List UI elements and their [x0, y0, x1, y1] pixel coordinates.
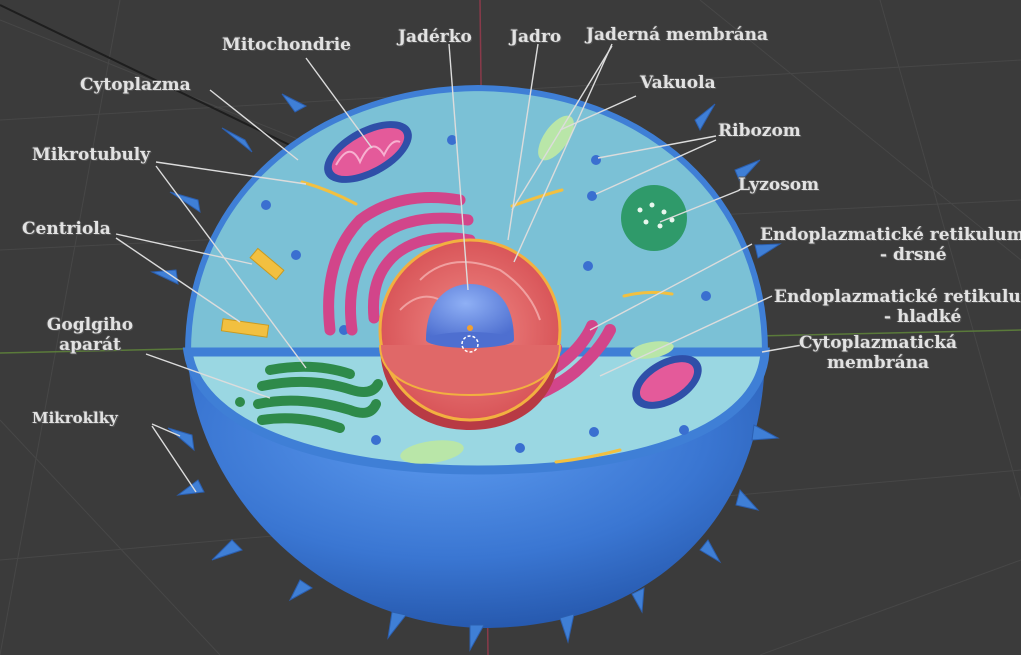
- label-er-drsne-line1: Endoplazmatické retikulum: [760, 226, 1021, 246]
- label-cytoplazma: Cytoplazma: [80, 76, 191, 96]
- label-jaderko: Jadérko: [398, 28, 472, 48]
- label-jadro: Jadro: [510, 28, 561, 48]
- label-ribozom: Ribozom: [718, 122, 801, 142]
- label-er-drsne-line2: - drsné: [760, 246, 1021, 266]
- label-mikroklky: Mikroklky: [32, 410, 118, 427]
- golgi-vesicle: [235, 397, 245, 407]
- label-cytoplazmaticka-membrana: Cytoplazmatická membrána: [798, 334, 958, 373]
- label-er-hladke-line1: Endoplazmatické retikulum: [774, 288, 1021, 308]
- label-er-hladke: Endoplazmatické retikulum - hladké: [774, 288, 1021, 327]
- lysosome: [621, 185, 687, 251]
- label-mitochondrie: Mitochondrie: [222, 36, 351, 56]
- label-golgi-line2: aparát: [40, 336, 140, 356]
- label-centriola: Centriola: [22, 220, 111, 240]
- label-lyzosom: Lyzosom: [738, 176, 819, 196]
- nucleolus-base: [426, 332, 514, 348]
- label-vakuola: Vakuola: [640, 74, 716, 94]
- label-jaderna-membrana: Jaderná membrána: [586, 26, 768, 46]
- label-cyto-membrana-line2: membrána: [798, 354, 958, 374]
- label-golgi-line1: Goglgiho: [40, 316, 140, 336]
- label-er-hladke-line2: - hladké: [774, 308, 1021, 328]
- label-cyto-membrana-line1: Cytoplazmatická: [798, 334, 958, 354]
- origin-dot: [467, 325, 473, 331]
- label-mikrotubuly: Mikrotubuly: [32, 146, 150, 166]
- label-golgi: Goglgiho aparát: [40, 316, 140, 355]
- label-er-drsne: Endoplazmatické retikulum - drsné: [760, 226, 1021, 265]
